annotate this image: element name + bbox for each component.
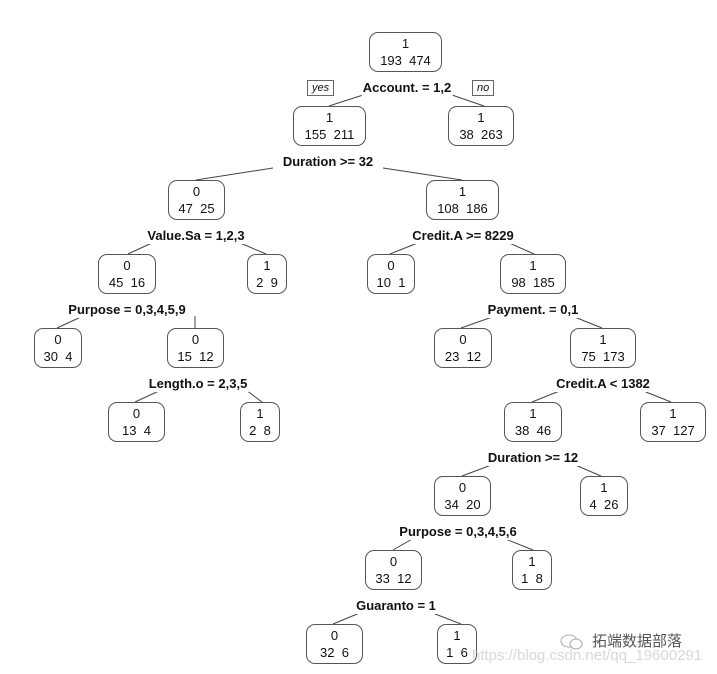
node-class: 0	[54, 332, 62, 347]
node-counts: 30 4	[43, 349, 73, 364]
node-class: 1	[599, 332, 607, 347]
tree-node-leaf: 0 10 1	[367, 254, 415, 294]
node-counts: 47 25	[178, 201, 215, 216]
node-counts: 2 9	[256, 275, 278, 290]
node-class: 0	[458, 480, 467, 495]
node-class: 1	[325, 110, 334, 125]
node-class: 1	[453, 628, 461, 643]
node-class: 1	[263, 258, 271, 273]
split-label: Payment. = 0,1	[486, 302, 580, 318]
node-counts: 34 20	[444, 497, 481, 512]
node-class: 1	[458, 184, 467, 199]
watermark-brand: 拓端数据部落	[592, 633, 683, 650]
tree-node: 0 33 12	[365, 550, 422, 590]
node-counts: 2 8	[249, 423, 271, 438]
node-class: 0	[389, 554, 398, 569]
tree-node: 0 34 20	[434, 476, 491, 516]
node-class: 1	[477, 110, 485, 125]
split-label: Duration >= 12	[486, 450, 580, 466]
node-counts: 38 46	[514, 423, 552, 438]
node-class: 0	[330, 628, 339, 643]
tree-node-leaf: 1 38 263	[448, 106, 514, 146]
tree-node: 0 47 25	[168, 180, 225, 220]
node-class: 1	[256, 406, 264, 421]
node-counts: 1 8	[521, 571, 543, 586]
node-class: 1	[401, 36, 410, 51]
node-class: 0	[191, 332, 200, 347]
node-counts: 10 1	[376, 275, 406, 290]
split-label: Account. = 1,2	[361, 80, 453, 96]
tree-node: 1 75 173	[570, 328, 636, 368]
node-counts: 23 12	[444, 349, 482, 364]
node-class: 1	[528, 554, 536, 569]
node-counts: 193 474	[380, 53, 431, 68]
tree-node: 1 108 186	[426, 180, 499, 220]
node-class: 1	[600, 480, 608, 495]
tree-node: 1 38 46	[504, 402, 562, 442]
tree-node-leaf: 0 32 6	[306, 624, 363, 664]
watermark-url: https://blog.csdn.net/qq_19600291	[472, 647, 703, 664]
split-label: Duration >= 32	[281, 154, 375, 170]
tree-node-leaf: 1 4 26	[580, 476, 628, 516]
tree-node-leaf: 1 1 6	[437, 624, 477, 664]
node-counts: 4 26	[589, 497, 619, 512]
node-class: 1	[669, 406, 677, 421]
split-label: Value.Sa = 1,2,3	[146, 228, 246, 244]
node-counts: 15 12	[177, 349, 214, 364]
node-class: 0	[459, 332, 467, 347]
node-class: 0	[192, 184, 201, 199]
node-counts: 38 263	[459, 127, 503, 142]
tree-node: 1 98 185	[500, 254, 566, 294]
node-class: 1	[529, 406, 537, 421]
tree-node-leaf: 0 13 4	[108, 402, 165, 442]
tree-node-leaf: 1 37 127	[640, 402, 706, 442]
node-counts: 33 12	[375, 571, 412, 586]
node-class: 0	[123, 258, 131, 273]
no-branch-label: no	[472, 80, 495, 96]
tree-node-leaf: 1 2 9	[247, 254, 287, 294]
node-class: 0	[132, 406, 141, 421]
split-label: Credit.A < 1382	[555, 376, 651, 392]
tree-node-root: 1 193 474	[369, 32, 442, 72]
node-counts: 108 186	[437, 201, 488, 216]
tree-node-leaf: 0 30 4	[34, 328, 82, 368]
split-label: Credit.A >= 8229	[411, 228, 515, 244]
node-counts: 98 185	[511, 275, 555, 290]
split-label: Guaranto = 1	[355, 598, 437, 614]
tree-node-leaf: 0 23 12	[434, 328, 492, 368]
node-counts: 13 4	[122, 423, 151, 438]
tree-node-leaf: 1 1 8	[512, 550, 552, 590]
node-counts: 37 127	[651, 423, 695, 438]
yes-branch-label: yes	[307, 80, 335, 96]
tree-node: 0 45 16	[98, 254, 156, 294]
split-label: Purpose = 0,3,4,5,9	[67, 302, 187, 318]
tree-node-leaf: 1 2 8	[240, 402, 280, 442]
node-counts: 155 211	[304, 127, 355, 142]
wechat-icon	[560, 634, 583, 650]
node-counts: 32 6	[320, 645, 349, 660]
node-counts: 45 16	[108, 275, 146, 290]
node-counts: 75 173	[581, 349, 625, 364]
node-counts: 1 6	[446, 645, 468, 660]
node-class: 1	[529, 258, 537, 273]
tree-node: 0 15 12	[167, 328, 224, 368]
node-class: 0	[387, 258, 395, 273]
split-label: Purpose = 0,3,4,5,6	[398, 524, 518, 540]
split-label: Length.o = 2,3,5	[147, 376, 249, 392]
tree-node: 1 155 211	[293, 106, 366, 146]
